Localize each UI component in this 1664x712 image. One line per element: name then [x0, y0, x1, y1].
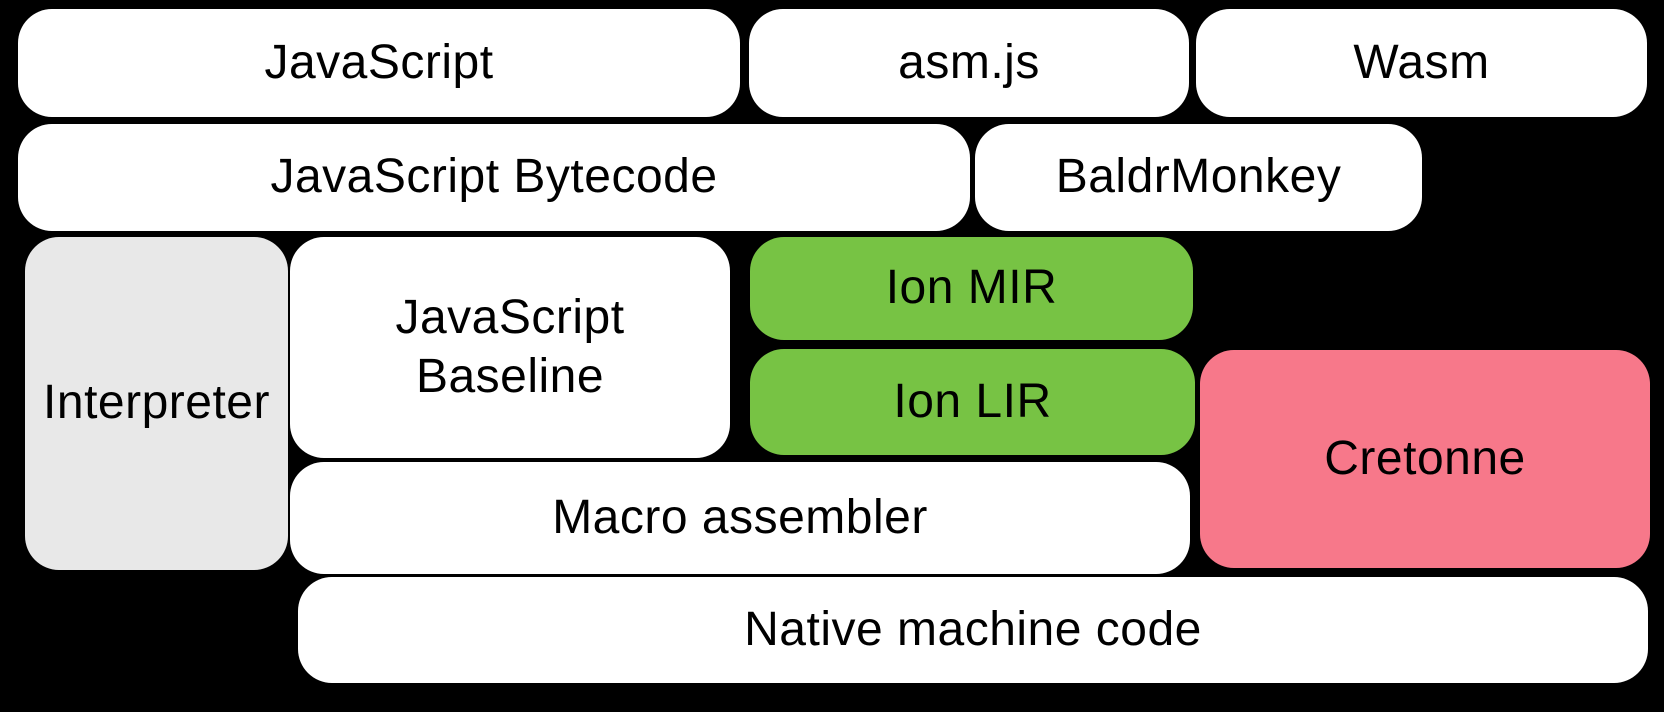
label-ion-mir: Ion MIR [885, 261, 1058, 315]
label-javascript: JavaScript [264, 35, 494, 89]
label-wasm: Wasm [1353, 35, 1490, 89]
box-javascript-baseline: JavaScript Baseline [290, 237, 730, 458]
label-javascript-bytecode: JavaScript Bytecode [270, 150, 718, 204]
box-cretonne: Cretonne [1200, 350, 1650, 568]
label-asmjs: asm.js [898, 35, 1040, 89]
box-javascript-bytecode: JavaScript Bytecode [18, 124, 970, 231]
label-cretonne: Cretonne [1324, 431, 1526, 485]
label-baldrmonkey: BaldrMonkey [1055, 150, 1342, 204]
box-native-machine-code: Native machine code [298, 577, 1648, 683]
box-interpreter: Interpreter [25, 237, 288, 570]
label-javascript-baseline: JavaScript Baseline [395, 290, 625, 403]
box-macro-assembler: Macro assembler [290, 462, 1190, 574]
box-ion-mir: Ion MIR [750, 237, 1193, 340]
box-asmjs: asm.js [749, 9, 1189, 117]
label-ion-lir: Ion LIR [893, 374, 1052, 428]
box-baldrmonkey: BaldrMonkey [975, 124, 1422, 231]
label-native-machine-code: Native machine code [744, 602, 1202, 656]
label-interpreter: Interpreter [43, 376, 270, 430]
box-wasm: Wasm [1196, 9, 1647, 117]
box-javascript: JavaScript [18, 9, 740, 117]
box-ion-lir: Ion LIR [750, 349, 1195, 455]
label-macro-assembler: Macro assembler [552, 490, 928, 544]
